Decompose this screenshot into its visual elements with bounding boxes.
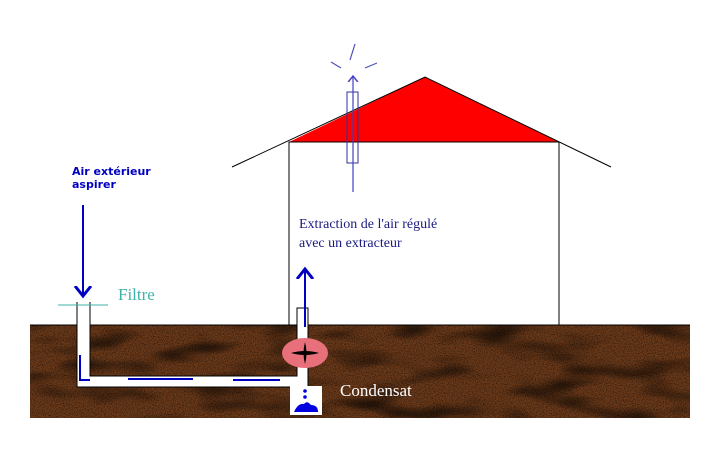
fan-extractor-icon	[282, 338, 328, 368]
condensate-drain-icon	[290, 386, 322, 415]
house-roof	[231, 76, 612, 168]
air-intake-label-line1: Air extérieur	[72, 165, 151, 178]
condensate-label: Condensat	[340, 381, 412, 400]
extraction-label-line2: avec un extracteur	[299, 236, 402, 251]
air-intake-label-line2: aspirer	[72, 178, 116, 191]
ground-soil	[30, 324, 690, 418]
extraction-label-line1: Extraction de l'air régulé	[299, 217, 438, 232]
filter-label: Filtre	[118, 285, 155, 304]
air-intake-label: Air extérieur aspirer	[72, 165, 151, 191]
roof-exhaust-vent	[330, 43, 378, 192]
extraction-label: Extraction de l'air régulé avec un extra…	[299, 215, 437, 253]
house-walls	[288, 141, 560, 326]
